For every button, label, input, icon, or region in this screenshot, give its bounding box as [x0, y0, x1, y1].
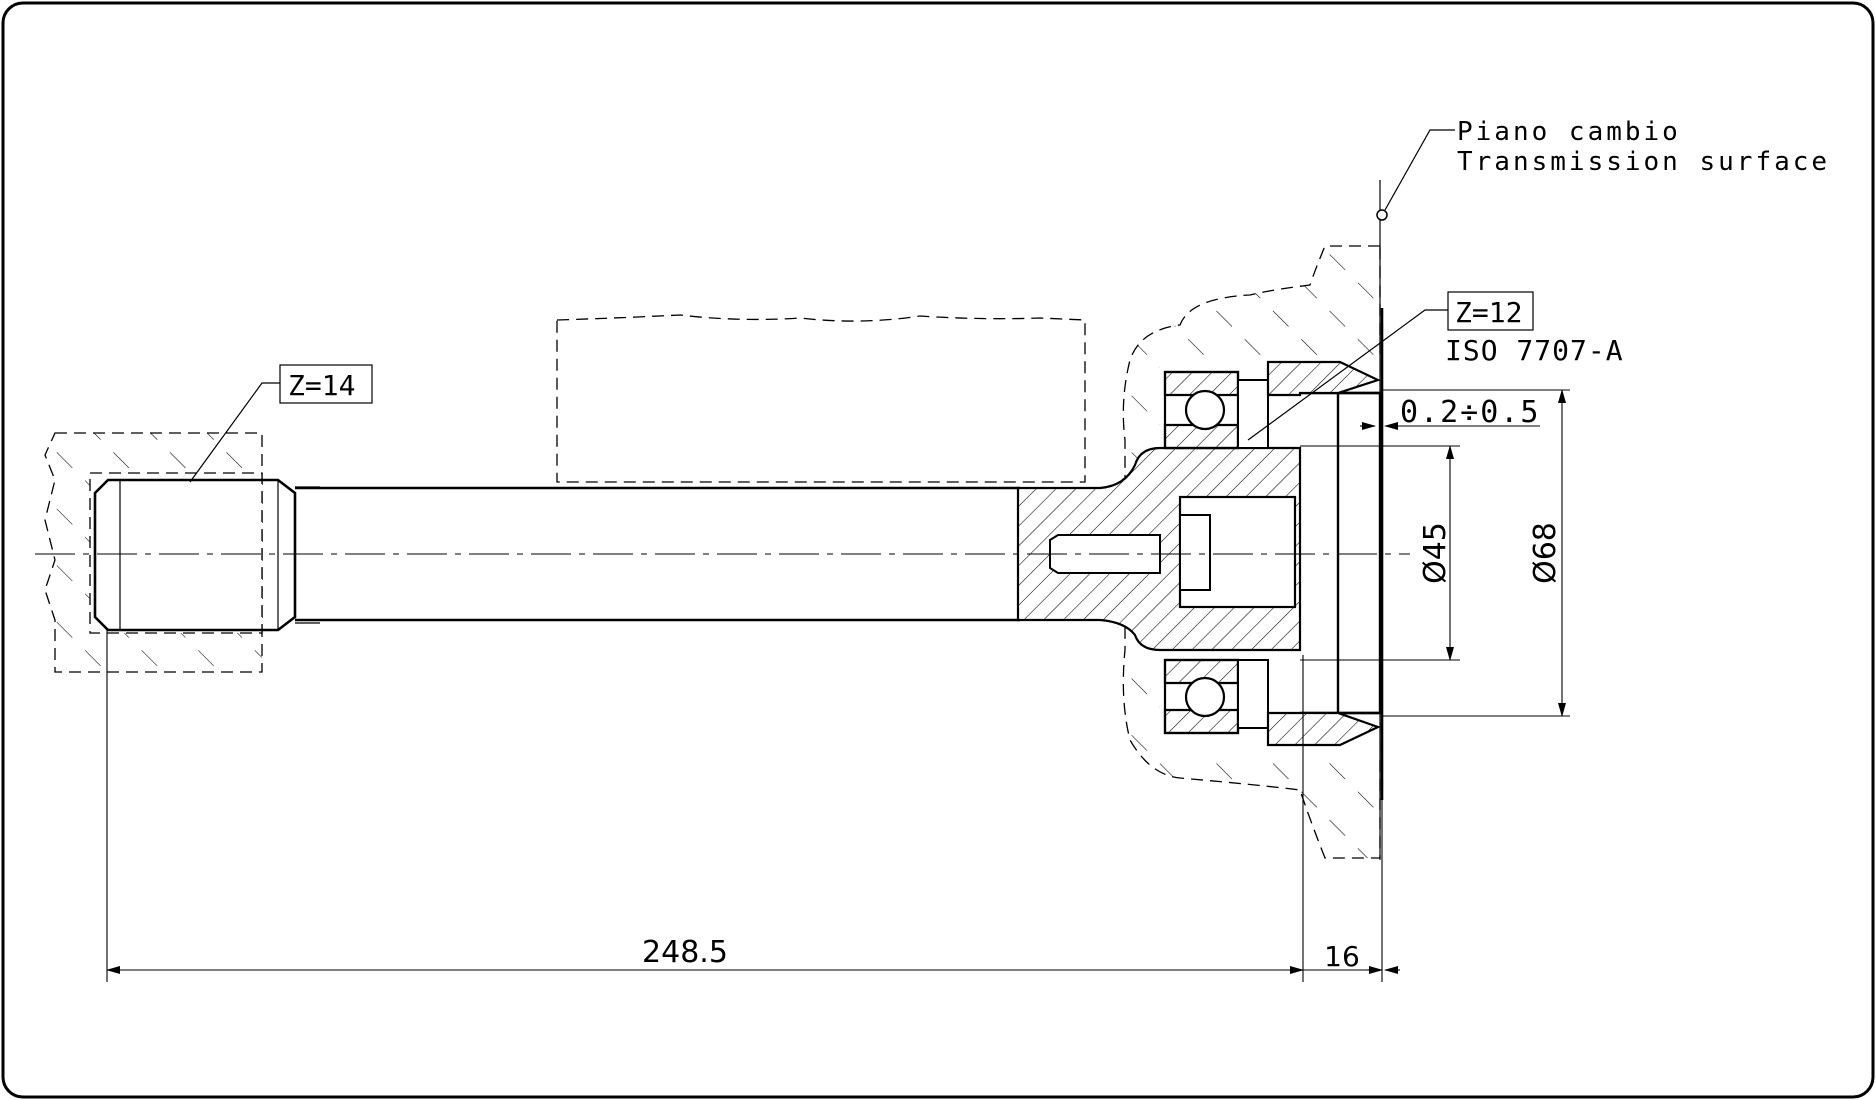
length-main-label: 248.5 — [642, 935, 728, 970]
length-flange-label: 16 — [1324, 940, 1360, 973]
spline-left-label: Z=14 — [288, 369, 355, 402]
dia-outer-dimension — [1382, 389, 1570, 717]
dia-inner-label: Ø45 — [1418, 522, 1453, 584]
dia-inner-dimension — [1300, 445, 1460, 661]
length-dimensions — [106, 630, 1400, 982]
standard-label: ISO 7707-A — [1445, 334, 1624, 367]
clearance-label: 0.2÷0.5 — [1400, 395, 1540, 430]
surface-label-en: Transmission surface — [1457, 147, 1830, 177]
hub-section — [1016, 446, 1302, 652]
spline-right-leader — [1247, 291, 1534, 441]
dia-outer-label: Ø68 — [1528, 522, 1563, 584]
shaft — [295, 486, 1020, 622]
bearing-upper — [1163, 360, 1381, 450]
surface-leader — [1376, 129, 1455, 221]
left-housing — [44, 432, 263, 673]
surface-label-it: Piano cambio — [1457, 117, 1681, 147]
spline-left-leader — [189, 364, 373, 483]
spline-right-label: Z=12 — [1455, 296, 1522, 329]
bearing-lower — [1163, 658, 1381, 747]
clearance-envelope — [556, 314, 1086, 483]
